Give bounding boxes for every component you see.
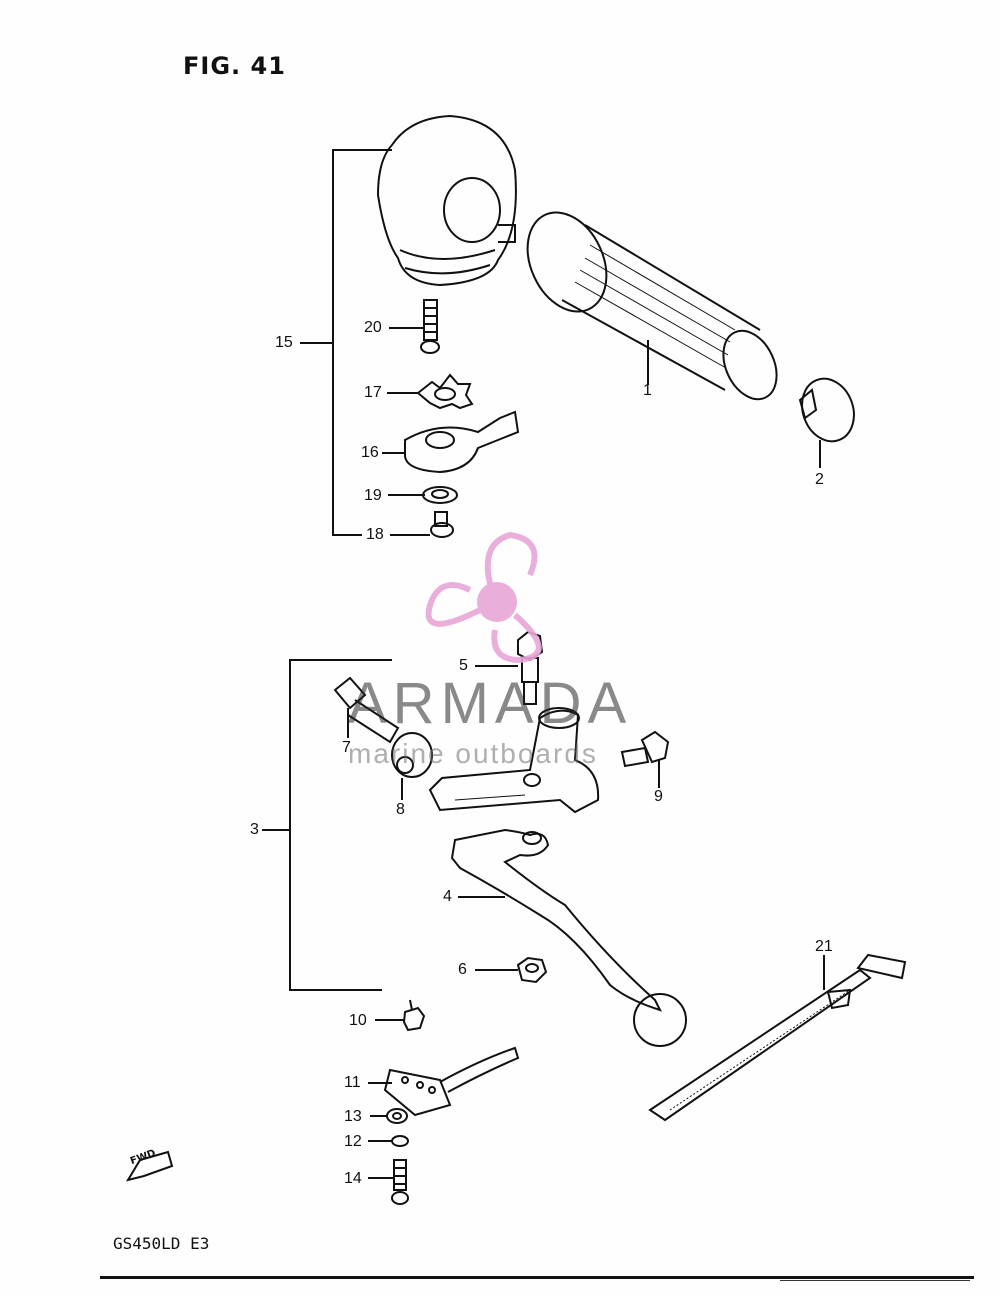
- grip-end-cap-2-part: [798, 377, 855, 468]
- lever-holder-3-part: [428, 707, 600, 814]
- screw-14-part: [368, 1159, 409, 1205]
- washer-13-part: [370, 1108, 408, 1124]
- callout-17: 17: [364, 384, 382, 401]
- callout-5: 5: [459, 657, 468, 674]
- callout-12: 12: [344, 1133, 362, 1150]
- watermark-brand: ARMADA: [348, 671, 633, 736]
- clutch-lever-4-part: [450, 828, 687, 1047]
- fwd-arrow-icon: [125, 1150, 174, 1182]
- bolt-9-part: [620, 730, 670, 788]
- washer-12-part: [368, 1135, 409, 1147]
- washer-19-part: [388, 486, 458, 504]
- grip-1-part: [526, 211, 778, 401]
- star-washer-17-part: [387, 373, 474, 410]
- bracket-3: [289, 659, 392, 991]
- bottom-rule-secondary: [780, 1280, 970, 1281]
- switch-housing-part: [376, 114, 517, 287]
- watermark-tagline: marine outboards: [348, 738, 598, 769]
- callout-20: 20: [364, 319, 382, 336]
- callout-4: 4: [443, 888, 452, 905]
- propeller-logo-icon: [425, 531, 542, 664]
- callout-16: 16: [361, 444, 379, 461]
- callout-2: 2: [815, 471, 824, 488]
- switch-11-part: [368, 1046, 520, 1117]
- screw-20-part: [389, 299, 440, 354]
- callout-7: 7: [342, 739, 351, 756]
- cable-tie-21-part: [648, 953, 907, 1122]
- nut-6-part: [475, 956, 548, 984]
- callout-18: 18: [366, 526, 384, 543]
- adjuster-screw-7-part: [333, 676, 400, 744]
- pivot-bolt-5-part: [475, 630, 544, 705]
- bracket-15: [332, 149, 392, 536]
- callout-13: 13: [344, 1108, 362, 1125]
- adjuster-nut-8-part: [391, 732, 433, 800]
- callout-3: 3: [250, 821, 259, 838]
- callout-6: 6: [458, 961, 467, 978]
- callout-15: 15: [275, 334, 293, 351]
- clip-10-part: [375, 999, 426, 1032]
- bottom-rule: [100, 1276, 974, 1279]
- callout-11: 11: [344, 1074, 361, 1091]
- screw-18-part: [390, 511, 454, 538]
- callout-1: 1: [643, 382, 652, 399]
- callout-10: 10: [349, 1012, 367, 1029]
- callout-8: 8: [396, 801, 405, 818]
- model-code: GS450LD E3: [113, 1234, 210, 1253]
- callout-21: 21: [815, 938, 833, 955]
- callout-19: 19: [364, 487, 382, 504]
- callout-14: 14: [344, 1170, 362, 1187]
- callout-9: 9: [654, 788, 663, 805]
- choke-lever-16-part: [382, 410, 520, 474]
- figure-title: FIG. 41: [183, 52, 286, 80]
